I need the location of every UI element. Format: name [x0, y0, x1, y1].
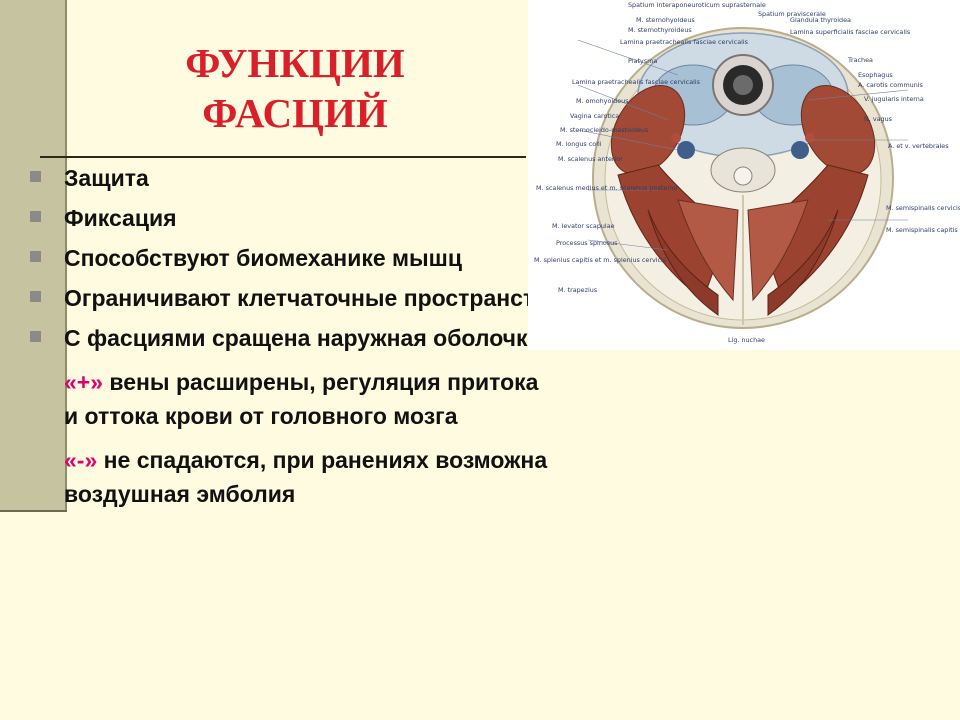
- title-divider: [40, 156, 526, 158]
- neck-cross-section-illustration: Spatium interaponeuroticum suprasternale…: [534, 1, 960, 344]
- bullet-text: Ограничивают клетчаточные пространства: [64, 285, 561, 311]
- note-plus: «+» вены расширены, регуляция притока и …: [30, 365, 544, 433]
- label-left: Lamina praetrachealis fasciae cervicalis: [620, 38, 749, 46]
- label-left: M. omohyoideus: [576, 97, 629, 105]
- label-left: M. scalenus anterior: [558, 155, 623, 163]
- label-right: N. vagus: [864, 115, 893, 123]
- label-right: A. et v. vertebrales: [888, 142, 949, 150]
- bullet-list: Защита Фиксация Способствуют биомеханике…: [30, 155, 595, 511]
- note-minus: «-» не спадаются, при ранениях возможна …: [30, 443, 604, 511]
- label-left: Processus spinosus: [556, 239, 618, 247]
- label-right: Lamina superficialis fasciae cervicalis: [790, 28, 911, 36]
- label-right: Trachea: [847, 56, 873, 64]
- bullet-text: Защита: [64, 165, 149, 191]
- bullet-text: Способствуют биомеханике мышц: [64, 245, 462, 271]
- label-left: M. trapezius: [558, 286, 598, 294]
- bullet-text: С фасциями сращена наружная оболочка вен…: [64, 325, 595, 351]
- note-minus-text: не спадаются, при ранениях возможна возд…: [64, 447, 548, 507]
- label-right: A. carotis communis: [858, 81, 924, 89]
- label-bottom: Lig. nuchae: [728, 336, 765, 344]
- label-left: Platysma: [628, 57, 657, 65]
- label-right: Glandula thyroidea: [790, 16, 851, 24]
- bullet-square-icon: [30, 171, 41, 182]
- minus-marker: «-»: [64, 447, 98, 473]
- bullet-item: С фасциями сращена наружная оболочка вен…: [30, 321, 604, 355]
- side-bar-underline: [0, 510, 67, 512]
- bullet-square-icon: [30, 331, 41, 342]
- label-left: M. sternothyroideus: [628, 26, 692, 34]
- label-left: Lamina praetrachealis fasciae cervicalis: [572, 78, 701, 86]
- slide-title: ФУНКЦИИ ФАСЦИЙ: [130, 38, 460, 138]
- bullet-item: Ограничивают клетчаточные пространства: [30, 281, 564, 315]
- label-left: M. sternocleido-mastoideus: [560, 126, 649, 134]
- label-left: M. splenius capitis et m. splenius cervi…: [534, 256, 667, 264]
- label-left: M. longus colli: [556, 140, 602, 148]
- note-plus-text: вены расширены, регуляция притока и отто…: [64, 369, 539, 429]
- label-top: Spatium interaponeuroticum suprasternale: [628, 1, 766, 9]
- label-left: M. sternohyoideus: [636, 16, 695, 24]
- plus-marker: «+»: [64, 369, 104, 395]
- title-line-1: ФУНКЦИИ: [185, 40, 405, 86]
- label-left: Vagina carotica: [570, 112, 619, 120]
- bullet-square-icon: [30, 251, 41, 262]
- title-line-2: ФАСЦИЙ: [202, 90, 388, 136]
- label-right: V. jugularis interna: [864, 95, 924, 103]
- bullet-item: Защита: [30, 161, 590, 195]
- label-right: M. semispinalis cervicis: [886, 204, 960, 212]
- label-right: Esophagus: [858, 71, 893, 79]
- label-left: M. levator scapulae: [552, 222, 615, 230]
- bullet-square-icon: [30, 211, 41, 222]
- label-right: M. semispinalis capitis: [886, 226, 958, 234]
- bullet-item: Фиксация: [30, 201, 590, 235]
- bullet-item: Способствуют биомеханике мышц: [30, 241, 534, 275]
- label-top: Spatium praviscerale: [758, 10, 826, 18]
- neck-cross-section-figure: Spatium interaponeuroticum suprasternale…: [528, 0, 960, 350]
- bullet-text: Фиксация: [64, 205, 177, 231]
- label-left: M. scalenus medius et m. scalenus poster…: [536, 184, 679, 192]
- bullet-square-icon: [30, 291, 41, 302]
